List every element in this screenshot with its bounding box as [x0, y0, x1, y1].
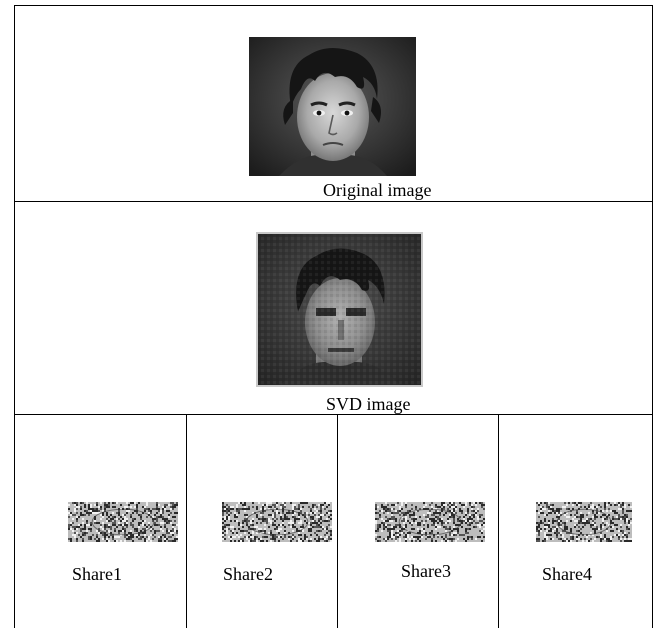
share4-caption: Share4 [542, 564, 592, 584]
svd-image [256, 232, 423, 387]
column-divider-1 [186, 414, 187, 628]
column-divider-2 [337, 414, 338, 628]
share1-caption: Share1 [72, 564, 122, 584]
share1-image [68, 502, 178, 542]
results-table [14, 5, 653, 628]
row-divider-2 [14, 414, 653, 415]
share2-caption: Share2 [223, 564, 273, 584]
row-divider-1 [14, 201, 653, 202]
share2-image [222, 502, 332, 542]
svd-image-caption: SVD image [326, 394, 411, 414]
share4-image [536, 502, 646, 542]
share3-caption: Share3 [401, 561, 451, 581]
original-image [249, 37, 416, 176]
column-divider-3 [498, 414, 499, 628]
share3-image [375, 502, 485, 542]
original-image-caption: Original image [323, 180, 432, 200]
